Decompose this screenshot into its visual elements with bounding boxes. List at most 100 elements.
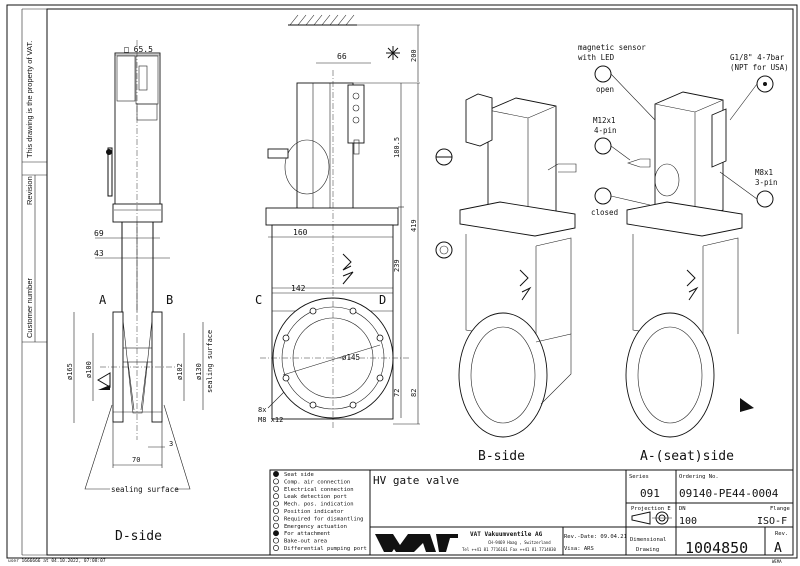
dim-180-5: 180.5 bbox=[393, 137, 401, 158]
d-side-title: D-side bbox=[115, 529, 162, 544]
legend-label: Emergency actuation bbox=[284, 524, 347, 530]
legend-item: Comp. air connection bbox=[273, 478, 350, 485]
attachment-icon bbox=[273, 530, 279, 537]
air-connection-icon bbox=[273, 478, 279, 485]
doc-type-line2: Drawing bbox=[636, 547, 659, 553]
dim-239: 239 bbox=[393, 259, 401, 272]
label-d: D bbox=[379, 293, 386, 307]
dim-43: 43 bbox=[94, 249, 104, 258]
sealing-surface-vertical: sealing surface bbox=[206, 330, 214, 393]
sensor-closed-icon bbox=[594, 187, 612, 205]
series-value: 091 bbox=[640, 487, 660, 500]
holes-line1: 8x bbox=[258, 406, 266, 414]
vat-logo bbox=[375, 534, 458, 552]
electrical-connection-icon bbox=[756, 190, 774, 208]
revision-label: Revision bbox=[25, 176, 34, 205]
rev-value: A bbox=[774, 541, 782, 556]
projection-symbol-icon bbox=[631, 511, 672, 525]
legend-item: Emergency actuation bbox=[273, 522, 347, 530]
label-b: B bbox=[166, 293, 173, 307]
legend-item: Differential pumping port bbox=[273, 545, 367, 552]
dismantling-icon bbox=[273, 515, 279, 522]
dim-72: 72 bbox=[393, 389, 401, 397]
b-side-view: B-side bbox=[435, 93, 577, 464]
footer-user: user 1666666 at 04.10.2022, 07:08:07 bbox=[8, 558, 106, 564]
legend-label: Required for dismantling bbox=[284, 516, 363, 522]
magnetic-sensor-line2: with LED bbox=[578, 53, 615, 62]
air-line2: (NPT for USA) bbox=[730, 63, 789, 72]
differential-pumping-icon bbox=[273, 545, 279, 551]
label-a: A bbox=[99, 293, 107, 307]
dim-419: 419 bbox=[410, 219, 418, 232]
dim-200: 200 bbox=[410, 49, 418, 62]
legend-label: Leak detection port bbox=[284, 494, 347, 500]
magnetic-sensor-line1: magnetic sensor bbox=[578, 43, 646, 52]
m8-line1: M8x1 bbox=[755, 168, 773, 177]
m8-line2: 3-pin bbox=[755, 178, 778, 187]
projection-label: Projection E bbox=[631, 506, 671, 512]
position-indicator-icon bbox=[273, 508, 279, 514]
dim-82: 82 bbox=[410, 389, 418, 397]
legend-item: Mech. pos. indication bbox=[273, 500, 354, 508]
wall-hatch bbox=[288, 14, 357, 26]
dn-label: DN bbox=[679, 506, 686, 512]
dim-70: 70 bbox=[132, 456, 140, 464]
bake-out-icon bbox=[273, 537, 279, 544]
dim-100: ø100 bbox=[85, 361, 93, 378]
mech-pos-icon bbox=[273, 500, 279, 507]
legend-item: Required for dismantling bbox=[273, 515, 363, 522]
legend-label: Comp. air connection bbox=[284, 479, 350, 485]
rev-date: Rev.-Date: 09.04.21 bbox=[564, 534, 627, 540]
dim-165: ø165 bbox=[66, 363, 74, 380]
a-side-view: magnetic sensor with LED open M12x1 4-pi… bbox=[578, 43, 789, 464]
dim-142: 142 bbox=[291, 284, 306, 293]
format-label: WEMA bbox=[772, 559, 782, 564]
dim-160: 160 bbox=[293, 228, 308, 237]
drawing-title: HV gate valve bbox=[373, 474, 459, 487]
dismantling-star-icon bbox=[386, 46, 400, 60]
seat-side-icon bbox=[273, 471, 279, 477]
sealing-surface-label: sealing surface bbox=[111, 485, 179, 494]
dim-145: ø145 bbox=[342, 353, 360, 362]
ordering-label: Ordering No. bbox=[679, 474, 719, 480]
seat-side-icon bbox=[740, 398, 754, 412]
legend-label: Electrical connection bbox=[284, 487, 354, 493]
ordering-number: 09140-PE44-0004 bbox=[679, 487, 779, 500]
legend-label: For attachment bbox=[284, 531, 330, 537]
legend-item: Seat side bbox=[273, 471, 314, 478]
dim-102: ø102 bbox=[176, 363, 184, 380]
a-side-title: A-(seat)side bbox=[640, 449, 734, 464]
electrical-connection-icon bbox=[273, 485, 279, 492]
customer-number-label: Customer number bbox=[25, 277, 34, 338]
series-label: Series bbox=[629, 474, 649, 480]
company-address: CH-9469 Haag , Switzerland bbox=[488, 540, 551, 545]
legend-item: Leak detection port bbox=[273, 493, 347, 500]
emergency-icon bbox=[273, 522, 279, 529]
company-phone: Tel ++41 81 7716161 Fax ++41 81 7714830 bbox=[462, 547, 557, 552]
drawing-number: 1004850 bbox=[685, 539, 748, 557]
open-label: open bbox=[596, 85, 614, 94]
leak-detection-icon bbox=[273, 493, 279, 500]
legend-item: Position indicator bbox=[273, 508, 344, 515]
rev-label: Rev. bbox=[775, 531, 788, 537]
outer-border bbox=[6, 4, 798, 559]
air-line1: G1/8" 4-7bar bbox=[730, 53, 785, 62]
b-side-title: B-side bbox=[478, 449, 525, 464]
legend-label: Mech. pos. indication bbox=[284, 502, 354, 508]
dim-width: □ 65.5 bbox=[124, 45, 153, 54]
front-view: 66 200 180.5 419 239 160 142 C D ø145 72… bbox=[255, 24, 420, 430]
legend-label: Position indicator bbox=[284, 509, 344, 515]
dim-130: ø130 bbox=[195, 363, 203, 380]
legend-item: Bake-out area bbox=[273, 537, 327, 545]
property-note: This drawing is the property of VAT. bbox=[25, 41, 34, 158]
vat-logo-mark bbox=[342, 253, 354, 285]
dim-3: 3 bbox=[169, 440, 173, 448]
label-c: C bbox=[255, 293, 262, 307]
company-name: VAT Vakuumventile AG bbox=[470, 531, 543, 538]
doc-type-line1: Dimensional bbox=[630, 537, 666, 543]
legend-item: Electrical connection bbox=[273, 485, 354, 493]
legend-label: Seat side bbox=[284, 472, 314, 478]
position-indicator-icon bbox=[435, 241, 453, 259]
